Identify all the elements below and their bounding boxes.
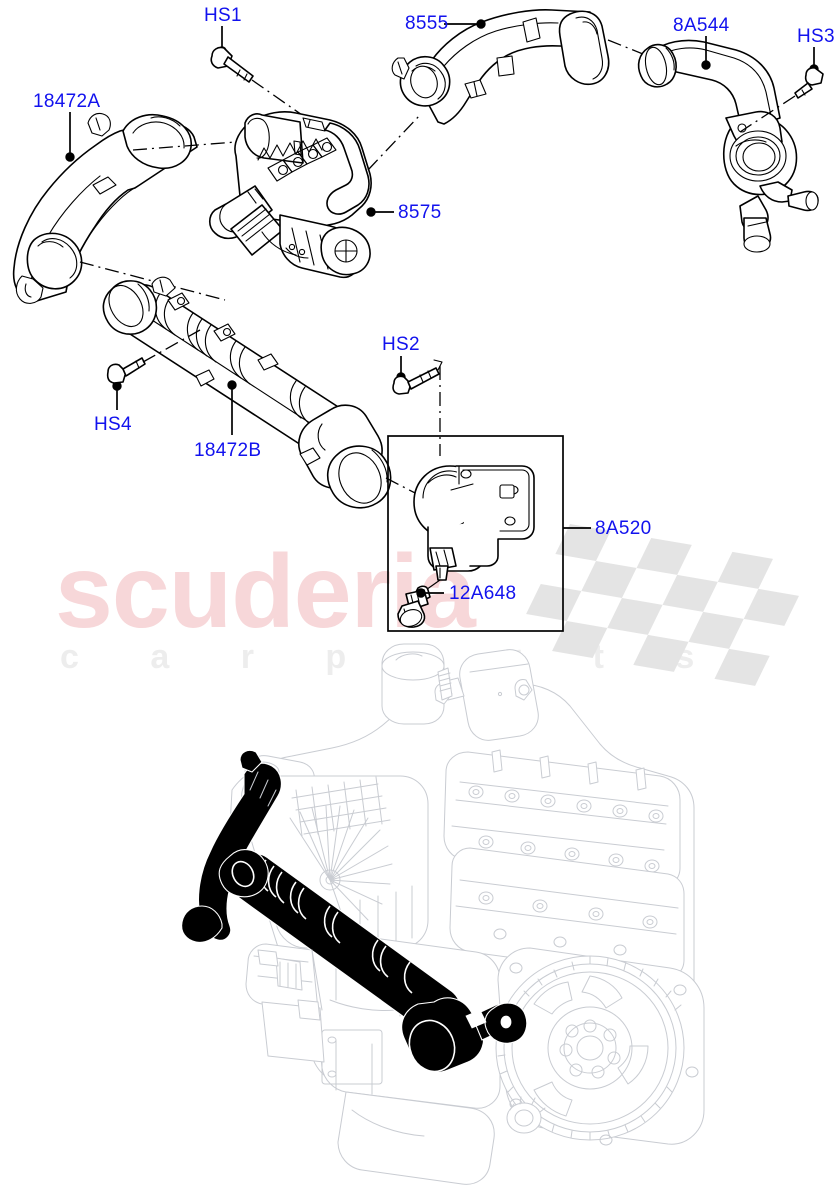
assembly-line-18472a bbox=[132, 141, 237, 151]
callout-18472b: 18472B bbox=[194, 440, 262, 461]
leader-18472a bbox=[65, 112, 75, 162]
part-8575-thermostat-housing bbox=[208, 111, 372, 279]
callout-18472a: 18472A bbox=[33, 91, 101, 112]
assembly-line-18472b-top bbox=[79, 261, 226, 301]
leader-18472b bbox=[227, 380, 237, 435]
callout-hs2: HS2 bbox=[382, 334, 420, 355]
callout-8a544: 8A544 bbox=[673, 15, 730, 36]
callout-hs4: HS4 bbox=[94, 414, 132, 435]
leader-12a648 bbox=[416, 588, 444, 598]
leader-8a544 bbox=[701, 36, 711, 70]
callout-8a520: 8A520 bbox=[595, 518, 652, 539]
part-18472b-hose bbox=[102, 276, 392, 509]
inset-box-8a520 bbox=[387, 435, 564, 632]
part-hs1-bolt bbox=[210, 26, 326, 132]
leader-8555 bbox=[444, 19, 486, 29]
part-18472a-hose bbox=[12, 112, 198, 304]
callout-12a648: 12A648 bbox=[449, 583, 517, 604]
part-hs4-bolt bbox=[106, 329, 201, 410]
part-hs2-bolt bbox=[392, 356, 443, 456]
assembly-line-8555 bbox=[367, 114, 421, 171]
part-hs3-bolt bbox=[739, 47, 824, 133]
leader-8575 bbox=[366, 207, 394, 217]
part-12a648-sensor bbox=[397, 585, 431, 628]
engine-illustration bbox=[181, 643, 705, 1185]
part-8a544-pipe bbox=[637, 39, 819, 253]
callout-hs1: HS1 bbox=[204, 5, 242, 26]
watermark-checkered-flag bbox=[526, 524, 799, 686]
callout-8555: 8555 bbox=[405, 13, 449, 34]
callout-hs3: HS3 bbox=[797, 26, 835, 47]
callout-8575: 8575 bbox=[398, 202, 442, 223]
part-8a520-coolant-pump bbox=[413, 465, 535, 593]
